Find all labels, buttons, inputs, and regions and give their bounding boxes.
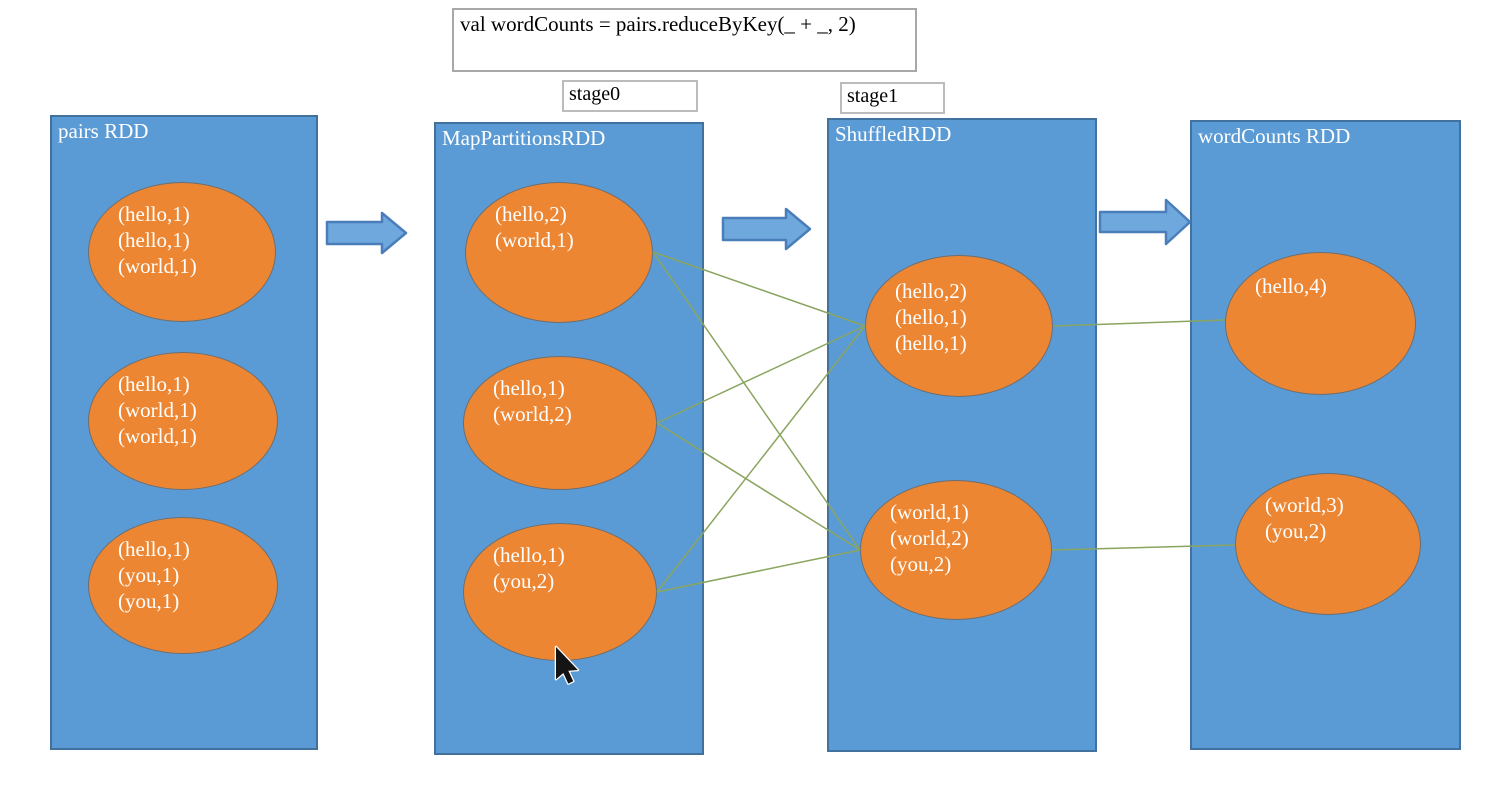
partition-ellipse: (world,1) (world,2) (you,2) xyxy=(860,480,1052,620)
code-annotation-box: val wordCounts = pairs.reduceByKey(_ + _… xyxy=(452,8,917,72)
partition-ellipse: (hello,1) (world,2) xyxy=(463,356,657,490)
partition-records: (hello,1) (hello,1) (world,1) xyxy=(118,202,197,278)
stage0-label: stage0 xyxy=(569,83,621,105)
partition-ellipse: (world,3) (you,2) xyxy=(1235,473,1421,615)
partition-ellipse: (hello,4) xyxy=(1225,252,1416,395)
code-text: val wordCounts = pairs.reduceByKey(_ + _… xyxy=(460,12,856,36)
rdd-title: MapPartitionsRDD xyxy=(442,126,606,150)
partition-records: (hello,1) (world,2) xyxy=(493,376,572,426)
partition-ellipse: (hello,2) (hello,1) (hello,1) xyxy=(865,255,1053,397)
partition-records: (hello,2) (world,1) xyxy=(495,202,574,252)
partition-records: (hello,2) (hello,1) (hello,1) xyxy=(895,279,967,355)
partition-records: (world,3) (you,2) xyxy=(1265,493,1344,543)
rdd-box-wordcounts: wordCounts RDD xyxy=(1190,120,1461,750)
rdd-title: pairs RDD xyxy=(58,119,149,143)
stage1-label: stage1 xyxy=(847,85,899,107)
rdd-title: ShuffledRDD xyxy=(835,122,952,146)
stage0-label-box: stage0 xyxy=(562,80,698,112)
partition-records: (hello,1) (you,1) (you,1) xyxy=(118,537,190,613)
flow-arrow-icon xyxy=(721,207,812,251)
flow-arrow-icon xyxy=(1098,198,1192,246)
partition-ellipse: (hello,1) (you,2) xyxy=(463,523,657,661)
partition-ellipse: (hello,1) (world,1) (world,1) xyxy=(88,352,278,490)
partition-ellipse: (hello,2) (world,1) xyxy=(465,182,653,323)
partition-records: (world,1) (world,2) (you,2) xyxy=(890,500,969,576)
stage1-label-box: stage1 xyxy=(840,82,945,114)
partition-records: (hello,1) (world,1) (world,1) xyxy=(118,372,197,448)
rdd-box-shuffled: ShuffledRDD xyxy=(827,118,1097,752)
partition-ellipse: (hello,1) (hello,1) (world,1) xyxy=(88,182,276,322)
flow-arrow-icon xyxy=(325,211,408,255)
rdd-title: wordCounts RDD xyxy=(1198,124,1351,148)
partition-ellipse: (hello,1) (you,1) (you,1) xyxy=(88,517,278,654)
partition-records: (hello,4) xyxy=(1255,274,1327,298)
partition-records: (hello,1) (you,2) xyxy=(493,543,565,593)
